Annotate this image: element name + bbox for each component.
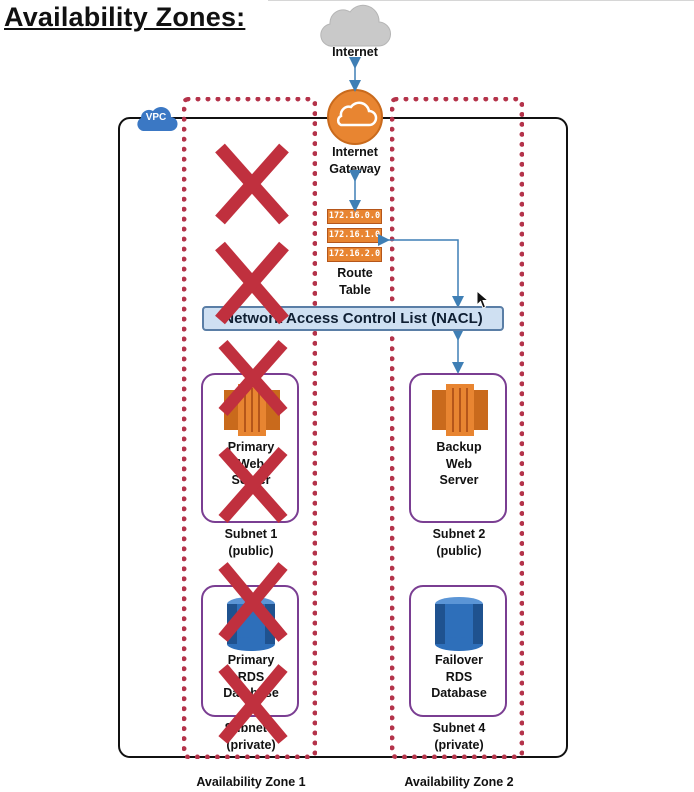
vpc-cloud-icon bbox=[137, 107, 178, 132]
top-divider bbox=[268, 0, 694, 1]
backup-web-server-label: Backup Web Server bbox=[436, 440, 482, 487]
rds-database-icon bbox=[435, 597, 483, 651]
gateway-label: Internet Gateway bbox=[329, 145, 381, 176]
x-cross-icon bbox=[218, 562, 288, 642]
route-row: 172.16.2.0 bbox=[327, 247, 382, 262]
subnet-1-label: Subnet 1 (public) bbox=[224, 527, 278, 558]
page-title: Availability Zones: bbox=[4, 2, 246, 32]
x-cross-icon bbox=[218, 447, 288, 523]
x-cross-icon bbox=[218, 340, 288, 416]
availability-zone-1-label: Availability Zone 1 bbox=[196, 775, 306, 789]
mouse-pointer-icon bbox=[476, 289, 490, 309]
failover-rds-label: Failover RDS Database bbox=[431, 653, 487, 700]
cloud-icon bbox=[320, 4, 391, 47]
subnet-2-box bbox=[409, 373, 507, 523]
ec2-server-icon bbox=[432, 384, 488, 436]
subnet-2-label: Subnet 2 (public) bbox=[432, 527, 486, 558]
availability-zone-2-label: Availability Zone 2 bbox=[404, 775, 514, 789]
availability-zone-1 bbox=[182, 97, 317, 759]
vpc-badge-label: VPC bbox=[145, 112, 167, 123]
internet-label: Internet bbox=[332, 45, 378, 59]
x-cross-icon bbox=[215, 241, 289, 325]
availability-zone-2 bbox=[390, 97, 524, 759]
x-cross-icon bbox=[215, 143, 289, 225]
subnet-4-box bbox=[409, 585, 507, 717]
arrow-route-nacl bbox=[378, 234, 464, 308]
nacl-bar: Network Access Control List (NACL) bbox=[202, 306, 504, 331]
subnet-4-label: Subnet 4 (private) bbox=[432, 721, 486, 752]
route-table-label: Route Table bbox=[337, 266, 373, 297]
x-cross-icon bbox=[218, 664, 288, 744]
